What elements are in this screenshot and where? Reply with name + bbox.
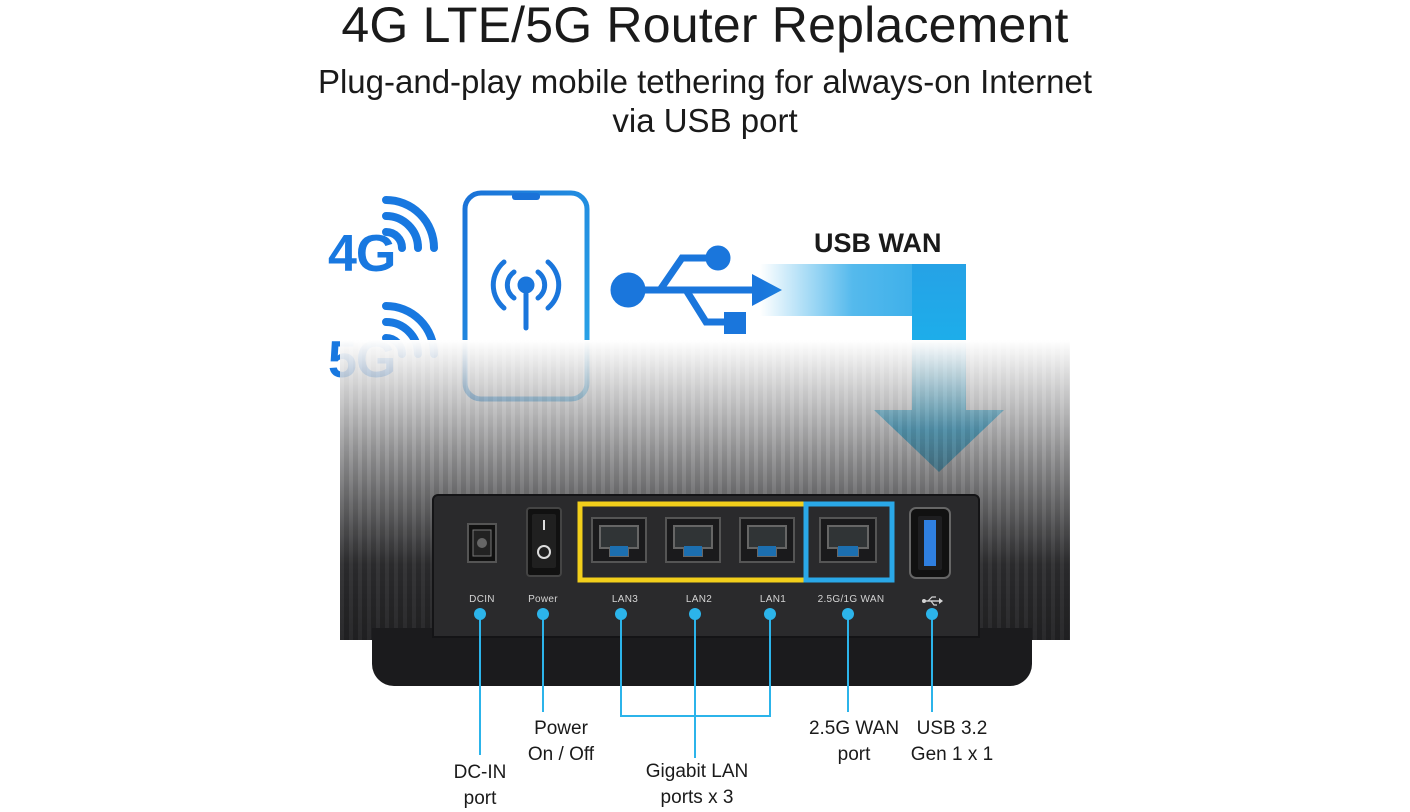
callout-wan: 2.5G WAN port [809,716,899,768]
port-label-wan: 2.5G/1G WAN [817,594,885,605]
router-ports [467,501,951,606]
callout-wan-line1: 2.5G WAN [808,718,900,739]
lan2-port[interactable] [665,517,721,563]
callout-dcin-line1: DC-IN [453,762,507,783]
subtitle-line-1: Plug-and-play mobile tethering for alway… [317,63,1093,100]
usb-wan-label: USB WAN [814,228,942,258]
port-label-power: Power [528,594,558,605]
antenna-signal-icon [490,259,562,331]
callout-power-line2: On / Off [527,744,595,765]
callout-lan-line2: ports x 3 [660,787,734,808]
callout-usb: USB 3.2 Gen 1 x 1 [911,716,993,768]
lan3-port[interactable] [591,517,647,563]
callout-wan-line2: port [837,744,871,765]
callout-usb-line1: USB 3.2 [916,718,988,739]
port-label-lan3: LAN3 [611,594,639,605]
callout-usb-line2: Gen 1 x 1 [910,744,994,765]
callout-lan: Gigabit LAN ports x 3 [646,759,748,811]
callout-lan-line1: Gigabit LAN [645,761,749,782]
port-label-lan2: LAN2 [685,594,713,605]
usb-symbol-icon [922,596,943,606]
lan1-port[interactable] [739,517,795,563]
power-switch[interactable] [526,507,562,577]
callout-dcin-line2: port [463,788,497,809]
usb-port[interactable] [909,507,951,579]
callout-power-line1: Power [534,718,588,739]
port-label-dcin: DCIN [469,594,495,605]
dc-in-port[interactable] [467,523,497,563]
port-label-lan1: LAN1 [759,594,787,605]
wifi-wave-icon [382,196,438,252]
subtitle-line-2: via USB port [612,102,798,139]
page-title: 4G LTE/5G Router Replacement [341,0,1069,53]
wan-highlight [803,501,895,583]
wan-port[interactable] [819,517,877,563]
callout-power: Power On / Off [528,716,594,768]
page-subtitle: Plug-and-play mobile tethering for alway… [0,62,1410,140]
callout-dcin: DC-IN port [454,760,507,812]
